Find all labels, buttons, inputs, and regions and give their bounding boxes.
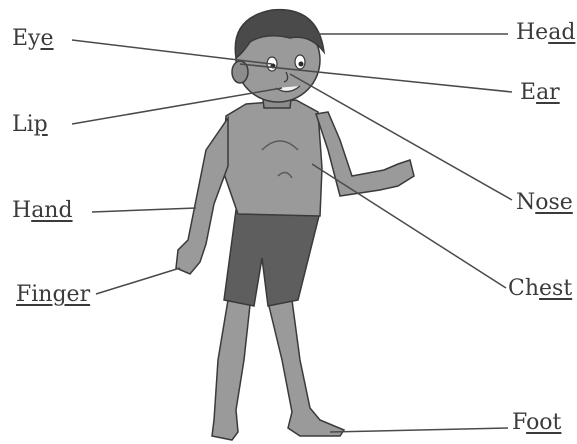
lip-leader: [72, 88, 282, 124]
foot-leader: [330, 428, 508, 432]
label-ear: Ear: [520, 82, 560, 104]
label-nose: Nose: [516, 192, 573, 214]
label-chest: Chest: [508, 278, 572, 300]
nose-leader: [290, 74, 512, 200]
label-lip: Lip: [12, 114, 48, 136]
eye-leader: [72, 40, 272, 64]
hand-leader: [92, 208, 196, 212]
label-head: Head: [516, 22, 575, 44]
finger-leader: [96, 268, 180, 294]
label-eye: Eye: [12, 28, 54, 50]
label-finger: Finger: [16, 284, 90, 306]
label-hand: Hand: [12, 200, 73, 222]
label-foot: Foot: [512, 412, 561, 434]
chest-leader: [312, 164, 506, 288]
